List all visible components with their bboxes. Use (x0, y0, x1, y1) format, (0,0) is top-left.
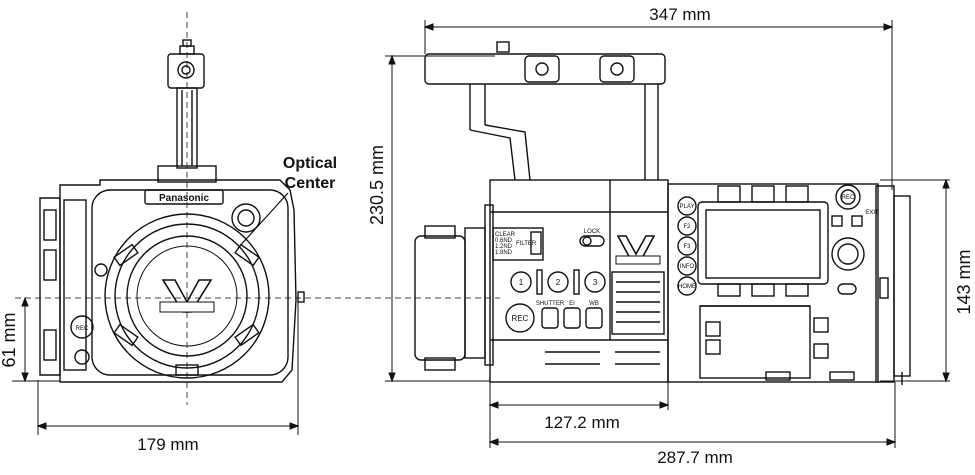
side-view-camera (414, 41, 911, 385)
dim-front-width-label: 179 mm (137, 435, 198, 454)
dim-total-height-label: 230.5 mm (367, 145, 387, 225)
side-v-logo (615, 235, 661, 265)
filter-option-clear: CLEAR (495, 232, 516, 238)
dim-lens-axis-height (12, 296, 60, 383)
dim-front-width (36, 300, 300, 435)
dim-body-height-label: 143 mm (954, 249, 974, 314)
top-right-rec-label: REC (842, 195, 855, 201)
dim-lens-axis-height-label: 61 mm (0, 312, 19, 367)
front-v-logo (159, 279, 215, 313)
front-brand-plate: Panasonic (159, 193, 209, 204)
optical-center-leader (237, 192, 289, 249)
ei-label: EI (569, 301, 575, 307)
front-rec-label: REC (76, 326, 89, 332)
filter-option-06nd: 0.6ND (495, 238, 513, 244)
menu-button-play: PLAY (680, 204, 695, 210)
filter-option-12nd: 1.2ND (495, 244, 513, 250)
side-rec-label: REC (512, 314, 529, 323)
menu-button-f2: F2 (683, 224, 691, 230)
dim-body-height (880, 178, 950, 383)
dim-total-height (385, 54, 495, 383)
dim-front-section-depth (488, 382, 670, 448)
user-button-3-label: 3 (593, 278, 598, 287)
menu-button-f3: F3 (683, 244, 691, 250)
front-view-camera (39, 39, 305, 383)
lock-label: LOCK (584, 229, 600, 235)
dim-total-length (423, 20, 894, 190)
menu-button-info: INFO (680, 264, 695, 270)
dim-front-section-depth-label: 127.2 mm (544, 413, 620, 432)
optical-center-lines (15, 12, 500, 405)
shutter-label: SHUTTER (536, 301, 565, 307)
optical-center-label-line1: Optical (283, 155, 337, 172)
dim-body-depth-label: 287.7 mm (657, 448, 733, 467)
user-button-2-label: 2 (556, 278, 561, 287)
optical-center-label-line2: Center (285, 175, 336, 192)
filter-label: FILTER (516, 241, 537, 247)
wb-label: WB (589, 301, 599, 307)
dim-total-length-label: 347 mm (649, 5, 710, 24)
top-right-exit-label: EXIT (865, 210, 879, 216)
dim-body-depth (488, 382, 897, 448)
menu-button-home: HOME (678, 284, 696, 290)
user-button-1-label: 1 (519, 278, 524, 287)
filter-option-18nd: 1.8ND (495, 250, 513, 256)
